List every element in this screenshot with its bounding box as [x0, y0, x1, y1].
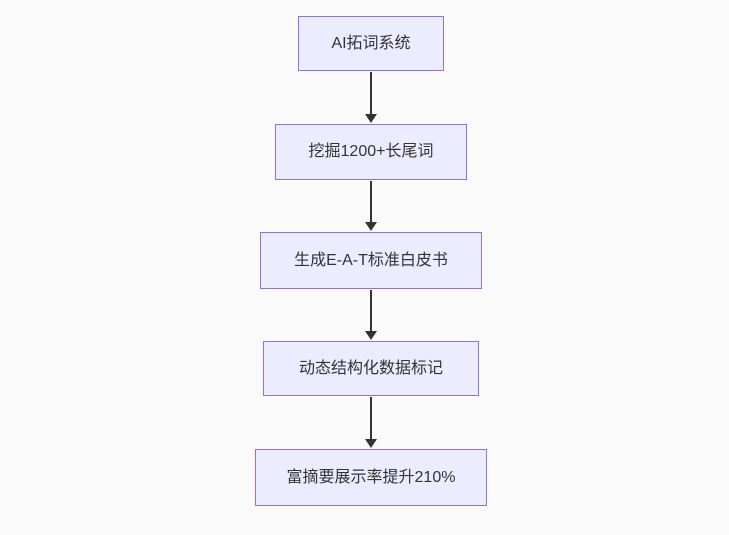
flowchart-node-structured-data: 动态结构化数据标记: [263, 341, 479, 396]
flow-arrow: [365, 72, 377, 123]
arrow-down-head-icon: [365, 114, 377, 123]
node-label: 挖掘1200+长尾词: [308, 143, 434, 161]
arrow-line: [370, 290, 372, 331]
flow-arrow: [365, 181, 377, 231]
node-label: 富摘要展示率提升210%: [286, 468, 456, 486]
node-label: 动态结构化数据标记: [298, 359, 443, 377]
node-label: AI拓词系统: [331, 34, 411, 52]
flow-arrow: [365, 397, 377, 448]
node-label: 生成E-A-T标准白皮书: [294, 251, 448, 269]
arrow-line: [370, 181, 372, 222]
flow-arrow: [365, 290, 377, 340]
flowchart-node-longtail-mining: 挖掘1200+长尾词: [275, 124, 467, 180]
flowchart-node-ai-word-expansion: AI拓词系统: [298, 16, 444, 71]
flowchart-node-rich-snippet-result: 富摘要展示率提升210%: [255, 449, 487, 506]
arrow-down-head-icon: [365, 331, 377, 340]
arrow-line: [370, 397, 372, 439]
flowchart-node-eat-whitepaper: 生成E-A-T标准白皮书: [260, 232, 482, 289]
arrow-line: [370, 72, 372, 114]
arrow-down-head-icon: [365, 222, 377, 231]
arrow-down-head-icon: [365, 439, 377, 448]
